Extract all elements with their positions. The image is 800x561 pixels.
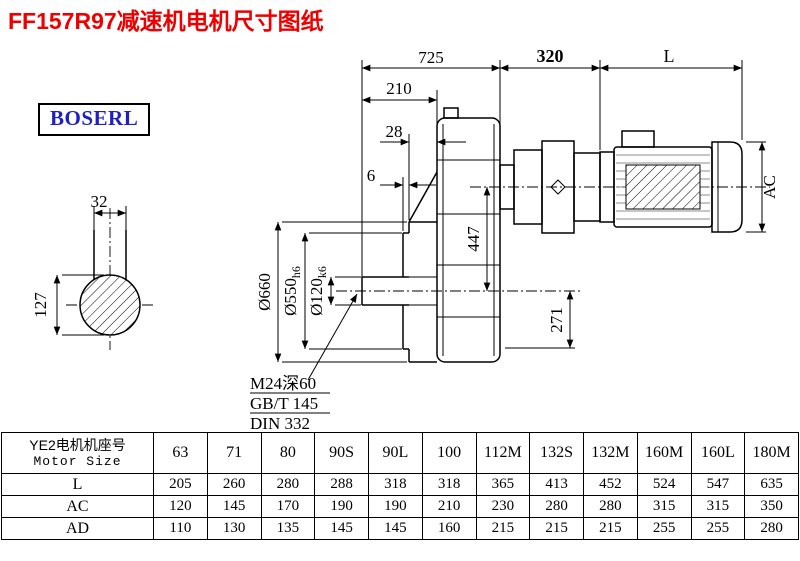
table-cell: 205 [153,473,208,496]
table-cell: 135 [260,517,316,540]
row-label: AD [1,517,154,540]
dim-d550: Ø550h6 [281,266,303,316]
dim-210: 210 [386,79,412,98]
table-cell: 315 [636,495,692,518]
col-header: 100 [421,432,477,474]
table-cell: 318 [421,473,477,496]
col-header: 80 [260,432,316,474]
table-cell: 215 [583,517,638,540]
table-cell: 170 [260,495,316,518]
dim-6: 6 [367,166,376,185]
dim-d120: Ø120k6 [307,266,329,316]
table-cell: 280 [583,495,638,518]
table-cell: 190 [368,495,423,518]
output-shaft [361,276,437,306]
dimension-table: YE2电机机座号 Motor Size 63 71 80 90S 90L 100… [1,432,799,540]
fan-cowl [711,141,743,233]
row-label: AC [1,495,154,518]
table-cell: 255 [636,517,692,540]
table-cell: 413 [529,473,584,496]
balance-mark-icon [550,179,566,195]
table-cell: 280 [260,473,316,496]
table-cell: 230 [475,495,531,518]
table-row-AC: AC 120 145 170 190 190 210 230 280 280 3… [1,495,799,518]
table-cell: 215 [529,517,584,540]
row-label: L [1,473,154,496]
shaft-section-circle [79,274,141,336]
table-cell: 365 [475,473,531,496]
col-header: 90S [314,432,369,474]
terminal-box [621,130,655,148]
table-cell: 130 [206,517,262,540]
note-thread: M24深60 [250,374,316,393]
note-gb: GB/T 145 [250,394,318,413]
table-cell: 215 [475,517,531,540]
table-cell: 145 [314,517,369,540]
motor-size-label-cn: YE2电机机座号 [29,437,126,453]
table-cell: 280 [529,495,584,518]
shaft-end-view [79,230,141,336]
dim-L: L [664,46,675,66]
table-cell: 260 [206,473,262,496]
table-cell: 120 [153,495,208,518]
table-cell: 524 [636,473,692,496]
dimension-lines [53,64,766,381]
gearbox-housing [436,107,501,363]
table-cell: 145 [206,495,262,518]
table-cell: 635 [744,473,799,496]
motor-size-header: YE2电机机座号 Motor Size [1,432,154,474]
table-cell: 210 [421,495,477,518]
table-cell: 160 [421,517,477,540]
table-cell: 547 [690,473,746,496]
col-header: 180M [744,432,799,474]
table-cell: 318 [368,473,423,496]
dim-32: 32 [91,192,108,211]
table-cell: 190 [314,495,369,518]
motor-stator [625,164,701,210]
table-cell: 350 [744,495,799,518]
motor [599,130,743,233]
col-header: 160M [636,432,692,474]
col-header: 90L [368,432,423,474]
table-row-AD: AD 110 130 135 145 145 160 215 215 215 2… [1,517,799,540]
dim-320: 320 [537,46,564,66]
mounting-flange [402,171,438,363]
col-header: 132S [529,432,584,474]
dim-447: 447 [464,226,483,252]
table-row-L: L 205 260 280 288 318 318 365 413 452 52… [1,473,799,496]
dim-127: 127 [31,292,50,318]
table-cell: 145 [368,517,423,540]
brand-logo: BOSERL [38,103,151,136]
col-header: 132M [583,432,638,474]
table-cell: 110 [153,517,208,540]
table-cell: 315 [690,495,746,518]
note-rules [250,392,330,414]
dim-725: 725 [418,48,444,67]
motor-size-label-en: Motor Size [33,454,122,469]
center-lines [66,186,770,350]
col-header: 71 [206,432,262,474]
dim-AC: AC [760,175,779,199]
table-cell: 288 [314,473,369,496]
page-title: FF157R97减速机电机尺寸图纸 [8,8,324,34]
table-cell: 452 [583,473,638,496]
dim-271: 271 [547,307,566,333]
dim-28: 28 [386,122,403,141]
table-cell: 255 [690,517,746,540]
note-din: DIN 332 [250,414,310,433]
col-header: 63 [153,432,208,474]
table-cell: 280 [744,517,799,540]
table-header-row: YE2电机机座号 Motor Size 63 71 80 90S 90L 100… [1,432,799,474]
col-header: 112M [475,432,531,474]
dim-d660: Ø660 [255,273,274,311]
col-header: 160L [690,432,746,474]
